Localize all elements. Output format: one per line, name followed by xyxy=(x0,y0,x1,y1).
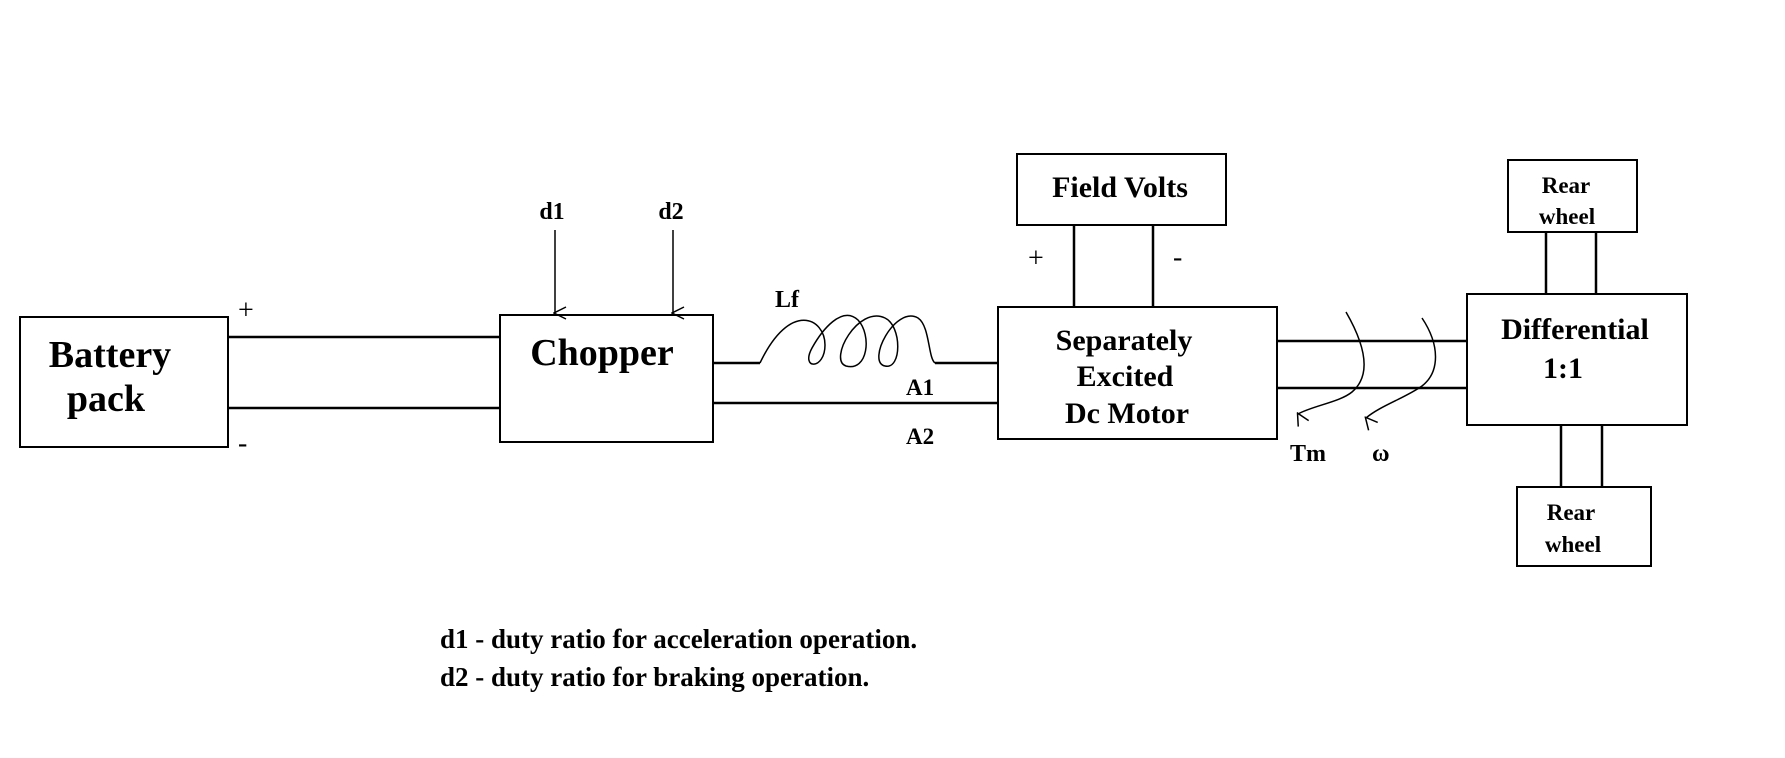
field-minus-sign: - xyxy=(1173,242,1182,273)
d2-label: d2 xyxy=(658,199,683,225)
rear-wheel-top-block: Rear wheel xyxy=(1507,159,1638,233)
rear-wheel-top-line1: Rear xyxy=(1542,173,1591,198)
chopper-label: Chopper xyxy=(530,332,674,374)
torque-rotation-arrow xyxy=(1298,311,1365,414)
differential-label-line1: Differential xyxy=(1501,313,1649,346)
rear-wheel-bottom-line1: Rear xyxy=(1547,500,1596,525)
note-d1: d1 - duty ratio for acceleration operati… xyxy=(440,624,917,654)
field-volts-block: Field Volts xyxy=(1016,153,1227,226)
rear-wheel-bottom-block: Rear wheel xyxy=(1516,486,1652,567)
motor-label-line3: Dc Motor xyxy=(1065,397,1189,430)
motor-label-line1: Separately xyxy=(1056,324,1193,357)
inductor-label: Lf xyxy=(775,287,800,313)
battery-minus-sign: - xyxy=(238,428,247,459)
a1-label: A1 xyxy=(906,375,934,400)
torque-label: Tm xyxy=(1290,441,1326,467)
note-d2: d2 - duty ratio for braking operation. xyxy=(440,662,869,692)
motor-label-line2: Excited xyxy=(1077,360,1174,393)
battery-label-line2: pack xyxy=(67,378,146,420)
differential-block: Differential 1:1 xyxy=(1466,293,1688,426)
chopper-block: Chopper xyxy=(499,314,714,443)
field-plus-sign: + xyxy=(1028,243,1044,274)
differential-label-line2: 1:1 xyxy=(1543,352,1583,385)
speed-rotation-arrow xyxy=(1366,317,1437,418)
dc-motor-block: Separately Excited Dc Motor xyxy=(997,306,1278,440)
field-inductor-coil xyxy=(759,314,936,368)
omega-label: ω xyxy=(1372,441,1390,467)
field-volts-label: Field Volts xyxy=(1052,171,1188,204)
rear-wheel-bottom-line2: wheel xyxy=(1545,532,1601,557)
battery-plus-sign: + xyxy=(238,295,254,326)
d1-label: d1 xyxy=(539,199,564,225)
battery-label-line1: Battery xyxy=(49,334,171,376)
a2-label: A2 xyxy=(906,424,934,449)
battery-pack-block: Battery pack xyxy=(19,316,229,448)
rear-wheel-top-line2: wheel xyxy=(1539,204,1595,229)
